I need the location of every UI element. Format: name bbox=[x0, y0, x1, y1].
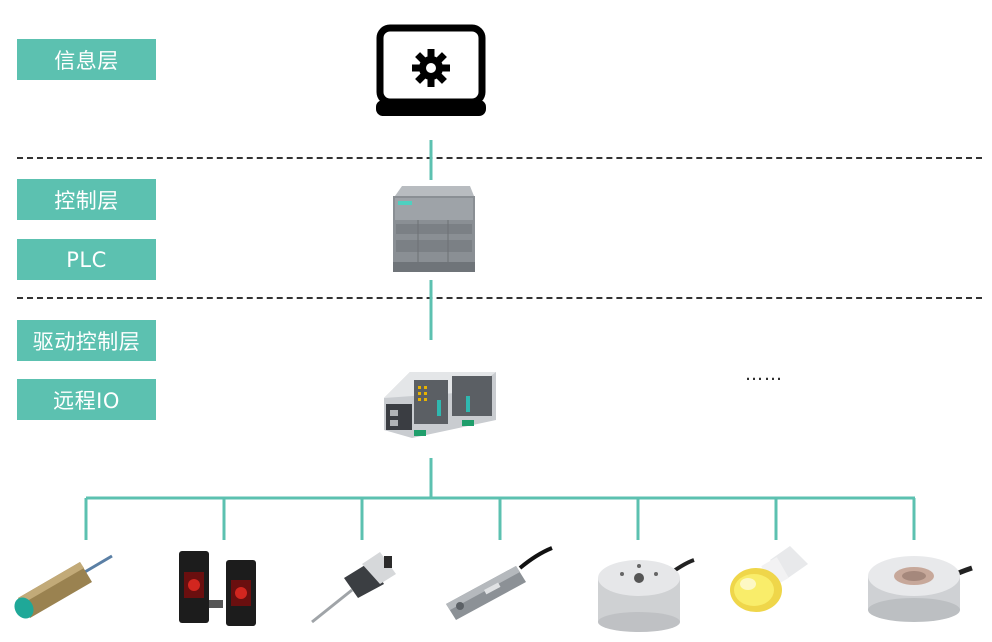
plc-module bbox=[393, 186, 475, 272]
layer-label-plc: PLC bbox=[17, 239, 156, 280]
layer-label-drive-control: 驱动控制层 bbox=[17, 320, 156, 361]
layer-label-info: 信息层 bbox=[17, 39, 156, 80]
layer-divider-control-drive bbox=[17, 297, 982, 299]
linear-displacement-sensor-icon bbox=[311, 552, 396, 624]
load-cell-icon bbox=[598, 558, 695, 632]
ring-load-cell-icon bbox=[868, 556, 973, 622]
layer-divider-info-control bbox=[17, 157, 982, 159]
inductive-proximity-sensor-icon bbox=[14, 554, 113, 619]
layer-label-control: 控制层 bbox=[17, 179, 156, 220]
remote-io-module bbox=[384, 372, 496, 438]
laptop-gear-icon bbox=[376, 24, 486, 116]
indicator-lamp-icon bbox=[730, 546, 808, 612]
more-devices-indicator: …… bbox=[745, 364, 783, 385]
magnetic-cylinder-switch-icon bbox=[446, 546, 553, 620]
layer-label-remote-io: 远程IO bbox=[17, 379, 156, 420]
photoelectric-sensor-pair-icon bbox=[179, 551, 256, 626]
connector-lines bbox=[84, 140, 916, 540]
